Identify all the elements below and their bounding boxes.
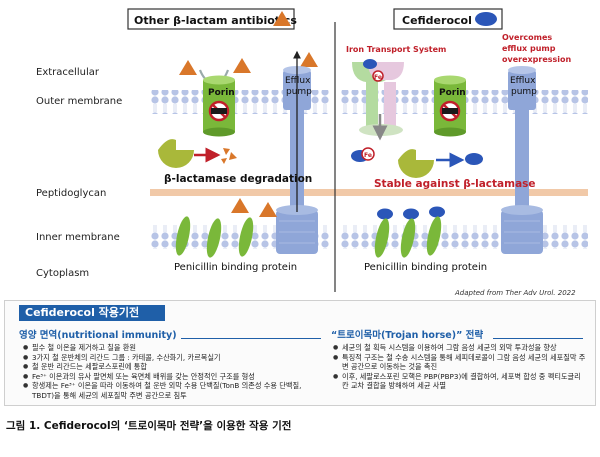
lactam-triangle-icon xyxy=(231,198,249,213)
layer-label-peptidoglycan: Peptidoglycan xyxy=(36,188,106,199)
cefiderocol-molecule xyxy=(465,153,483,165)
peptidoglycan-layer xyxy=(150,189,588,196)
right-title-box xyxy=(393,8,503,30)
box-title: Cefiderocol 작용기전 xyxy=(19,305,165,321)
layer-label-cytoplasm: Cytoplasm xyxy=(36,268,89,279)
mechanism-info-box: Cefiderocol 작용기전 영양 면역(nutritional immun… xyxy=(4,300,596,406)
pbp-protein xyxy=(374,218,390,258)
figure-caption: 그림 1. Cefiderocol의 ‘트로이목마 전략’을 이용한 작용 기전 xyxy=(6,420,292,432)
source-note: Adapted from Ther Adv Urol. 2022 xyxy=(454,289,576,297)
cefiderocol-molecule xyxy=(403,208,419,220)
right-heading-rule xyxy=(493,338,583,339)
cefiderocol-molecule xyxy=(377,208,393,220)
lactam-triangle-icon xyxy=(273,11,291,26)
list-item: 이후, 세팔로스포린 모핵은 PBP(PBP3)에 결합하여, 세포벽 합성 중… xyxy=(333,372,587,391)
lactam-triangle-icon xyxy=(233,58,251,73)
broken-lactam-icon xyxy=(221,148,237,164)
pbp-protein xyxy=(175,216,191,256)
cefiderocol-molecule xyxy=(429,206,445,218)
beta-lactamase-enzyme xyxy=(398,149,434,178)
left-bullet-list: 필수 철 이온을 제거하고 칠을 환원 3가지 철 운반체의 리간드 그룹 : … xyxy=(23,343,315,401)
pbp-label-left: Penicillin binding protein xyxy=(174,262,297,273)
list-item: 특징적 구조는 철 수송 시스템을 통해 세피데로콜이 그람 음성 세균의 세포… xyxy=(333,353,587,372)
layer-label-outer-membrane: Outer membrane xyxy=(36,96,122,107)
cefiderocol-molecule xyxy=(363,59,377,69)
list-item: Fe³⁺ 이온과의 유사 팔면체 또는 육면체 배위를 갖는 안정적인 구조를 … xyxy=(23,372,315,382)
list-item: 세균의 철 획득 시스템을 이용하여 그람 음성 세균의 외막 투과성을 향상 xyxy=(333,343,587,353)
iron-transport-label: Iron Transport System xyxy=(346,45,446,54)
list-item: 항생제는 Fe³⁺ 이온을 따라 이동하여 철 운반 외막 수용 단백질(Ton… xyxy=(23,381,315,400)
pbp-protein xyxy=(206,218,222,258)
lactam-triangle-icon xyxy=(179,60,197,75)
pbp-protein xyxy=(400,218,416,258)
right-title: Cefiderocol xyxy=(402,14,472,27)
list-item: 철 운반 리간드는 세팔로스포린에 통합 xyxy=(23,362,315,372)
list-item: 필수 철 이온을 제거하고 칠을 환원 xyxy=(23,343,315,353)
mechanism-diagram: Other β-lactam antibiotics Cefiderocol E… xyxy=(36,8,588,297)
fe-label: Fe xyxy=(364,152,372,159)
left-title-box xyxy=(127,8,295,30)
stable-label: Stable against β-lactamase xyxy=(374,178,536,190)
beta-lactamase-enzyme xyxy=(158,139,194,168)
cefiderocol-oval-icon xyxy=(475,12,497,26)
layer-label-extracellular: Extracellular xyxy=(36,67,100,78)
lactam-triangle-icon xyxy=(300,52,318,67)
left-heading-rule xyxy=(181,338,321,339)
porin-label: Porin xyxy=(439,88,466,98)
fe-ion xyxy=(372,70,384,82)
right-heading: “트로이목마(Trojan horse)” 전략 xyxy=(331,330,484,341)
porin-channel: Porin xyxy=(198,69,235,137)
left-title: Other β-lactam antibiotics xyxy=(134,14,297,27)
fe-ion xyxy=(361,147,375,161)
lactam-triangle-icon xyxy=(259,202,277,217)
left-heading: 영양 면역(nutritional immunity) xyxy=(19,330,177,341)
pbp-label-right: Penicillin binding protein xyxy=(364,262,487,273)
right-bullet-list: 세균의 철 획득 시스템을 이용하여 그람 음성 세균의 외막 투과성을 향상 … xyxy=(333,343,587,391)
list-item: 3가지 철 운반체의 리간드 그룹 : 카테콜, 수산화기, 카르복실기 xyxy=(23,353,315,363)
pbp-protein xyxy=(426,216,442,256)
pbp-protein xyxy=(238,217,254,257)
porin-label: Porin xyxy=(208,88,235,98)
fe-label: Fe xyxy=(374,74,382,81)
layer-label-inner-membrane: Inner membrane xyxy=(36,232,120,243)
porin-channel: Porin xyxy=(434,75,466,137)
degradation-label: β-lactamase degradation xyxy=(164,173,312,185)
